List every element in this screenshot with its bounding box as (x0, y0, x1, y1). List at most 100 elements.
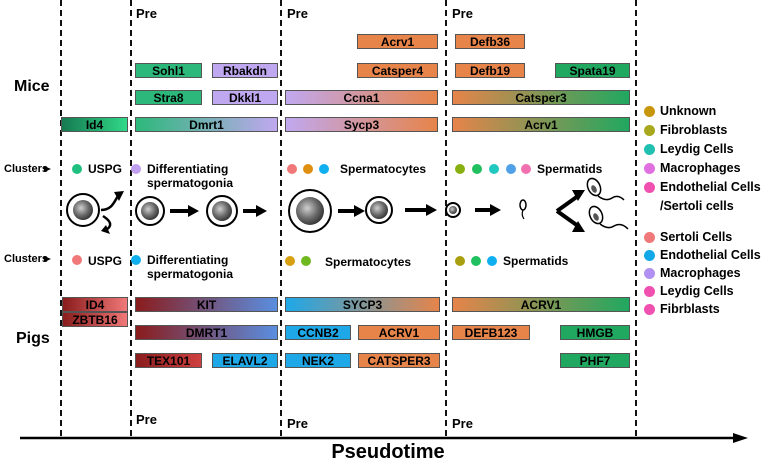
mice-sd-dot-2 (472, 164, 482, 174)
pre-label-bottom-1: Pre (136, 412, 157, 427)
pig-sd-dot-2 (471, 256, 481, 266)
legend-item: Fibrblasts (644, 302, 720, 316)
mice-gene-catsper3: Catsper3 (452, 90, 630, 105)
legend-label: Sertoli Cells (660, 230, 733, 244)
mice-sd-dot-3 (489, 164, 499, 174)
pre-label-bottom-3: Pre (452, 416, 473, 431)
pig-gene-acrv1-long: ACRV1 (452, 297, 630, 312)
pig-gene-dmrt1: DMRT1 (135, 325, 278, 340)
legend-swatch (644, 285, 655, 297)
pig-gene-hmgb: HMGB (560, 325, 630, 340)
legend-label: Leydig Cells (660, 142, 734, 156)
legend-swatch (644, 181, 655, 193)
legend-swatch (644, 303, 655, 315)
legend-swatch (644, 231, 655, 243)
stage-divider-1 (60, 0, 62, 436)
pig-uspg-dot (72, 255, 82, 265)
mice-cluster-spermatocytes: Spermatocytes (340, 162, 427, 176)
mice-cluster-spermatids: Spermatids (537, 162, 603, 176)
pig-gene-phf7: PHF7 (560, 353, 630, 368)
mice-gene-spata19: Spata19 (555, 63, 630, 78)
pig-sc-dot-2 (301, 256, 311, 266)
mice-sd-dot-1 (455, 164, 465, 174)
mice-sc-dot-3 (319, 164, 329, 174)
mice-uspg-dot (72, 164, 82, 174)
pig-sd-dot-3 (487, 256, 497, 266)
pre-label-top-2: Pre (287, 6, 308, 21)
legend-item: Endothelial Cells (644, 248, 761, 262)
legend-swatch (644, 162, 655, 174)
pig-cluster-uspg: USPG (88, 254, 123, 268)
legend-label: Fibroblasts (660, 123, 728, 137)
mice-gene-catsper4: Catsper4 (357, 63, 438, 78)
pig-cluster-diff-line2: spermatogonia (147, 267, 234, 281)
legend-item: Leydig Cells (644, 142, 734, 156)
stage-divider-5 (635, 0, 637, 436)
pre-label-bottom-2: Pre (287, 416, 308, 431)
pig-gene-id4: ID4 (62, 297, 128, 312)
stage-divider-2 (130, 0, 132, 436)
pig-sd-dot-1 (455, 256, 465, 266)
legend-label: Endothelial Cells (660, 248, 761, 262)
mice-gene-defb36: Defb36 (455, 34, 525, 49)
legend-label: Unknown (660, 104, 717, 118)
legend-item: Endothelial Cells (644, 180, 761, 194)
stage-divider-4 (445, 0, 447, 436)
pig-gene-zbtb16: ZBTB16 (62, 312, 128, 327)
clusters-label-mice: Clusters (4, 163, 49, 175)
axis-label: Pseudotime (331, 441, 445, 463)
mice-diff-dot (131, 164, 141, 174)
legend-item: /Sertoli cells (644, 199, 734, 213)
pig-sc-dot-1 (285, 256, 295, 266)
pig-gene-acrv1: ACRV1 (358, 325, 440, 340)
species-label-mice: Mice (14, 78, 50, 95)
pig-gene-sycp3: SYCP3 (285, 297, 440, 312)
legend-item: Macrophages (644, 161, 741, 175)
mice-gene-defb19: Defb19 (455, 63, 525, 78)
legend-label: Leydig Cells (660, 284, 734, 298)
pre-label-top-3: Pre (452, 6, 473, 21)
mice-gene-rbakdn: Rbakdn (212, 63, 278, 78)
mice-gene-sycp3: Sycp3 (285, 117, 438, 132)
mice-gene-sohl1: Sohl1 (135, 63, 202, 78)
mice-sc-dot-1 (287, 164, 297, 174)
mice-sd-dot-4 (506, 164, 516, 174)
pre-label-top-1: Pre (136, 6, 157, 21)
mice-sc-dot-2 (303, 164, 313, 174)
legend-item: Leydig Cells (644, 284, 734, 298)
legend-label: Macrophages (660, 266, 741, 280)
mice-cluster-uspg: USPG (88, 162, 123, 176)
legend-label: Fibrblasts (660, 302, 720, 316)
mice-gene-id4: Id4 (61, 117, 128, 132)
mice-gene-dmrt1: Dmrt1 (135, 117, 278, 132)
mice-cluster-diff-line1: Differentiating (147, 162, 229, 176)
legend-swatch (644, 143, 655, 155)
legend-item: Macrophages (644, 266, 741, 280)
mice-gene-dkkl1: Dkkl1 (212, 90, 278, 105)
mice-gene-acrv1-top: Acrv1 (357, 34, 438, 49)
mice-cluster-diff-line2: spermatogonia (147, 176, 234, 190)
pig-gene-catsper3: CATSPER3 (358, 353, 440, 368)
legend-swatch (644, 124, 655, 136)
mice-gene-acrv1: Acrv1 (452, 117, 630, 132)
pig-gene-tex101: TEX101 (135, 353, 202, 368)
mice-gene-ccna1: Ccna1 (285, 90, 438, 105)
legend-swatch (644, 105, 655, 117)
pig-gene-ccnb2: CCNB2 (285, 325, 351, 340)
legend-label: Endothelial Cells (660, 180, 761, 194)
legend-swatch (644, 267, 655, 279)
mice-gene-stra8: Stra8 (135, 90, 202, 105)
pig-cluster-diff-line1: Differentiating (147, 253, 229, 267)
legend-item: Fibroblasts (644, 123, 727, 137)
pig-cluster-spermatocytes: Spermatocytes (325, 255, 412, 269)
stage-divider-3 (280, 0, 282, 436)
legend-label: /Sertoli cells (660, 199, 734, 213)
legend-label: Macrophages (660, 161, 741, 175)
pig-gene-elavl2: ELAVL2 (212, 353, 278, 368)
legend-swatch (644, 249, 655, 261)
legend-item: Unknown (644, 104, 716, 118)
mice-sd-dot-5 (521, 164, 531, 174)
pig-gene-defb123: DEFB123 (452, 325, 530, 340)
species-label-pigs: Pigs (16, 330, 50, 347)
clusters-label-pigs: Clusters (4, 253, 49, 265)
